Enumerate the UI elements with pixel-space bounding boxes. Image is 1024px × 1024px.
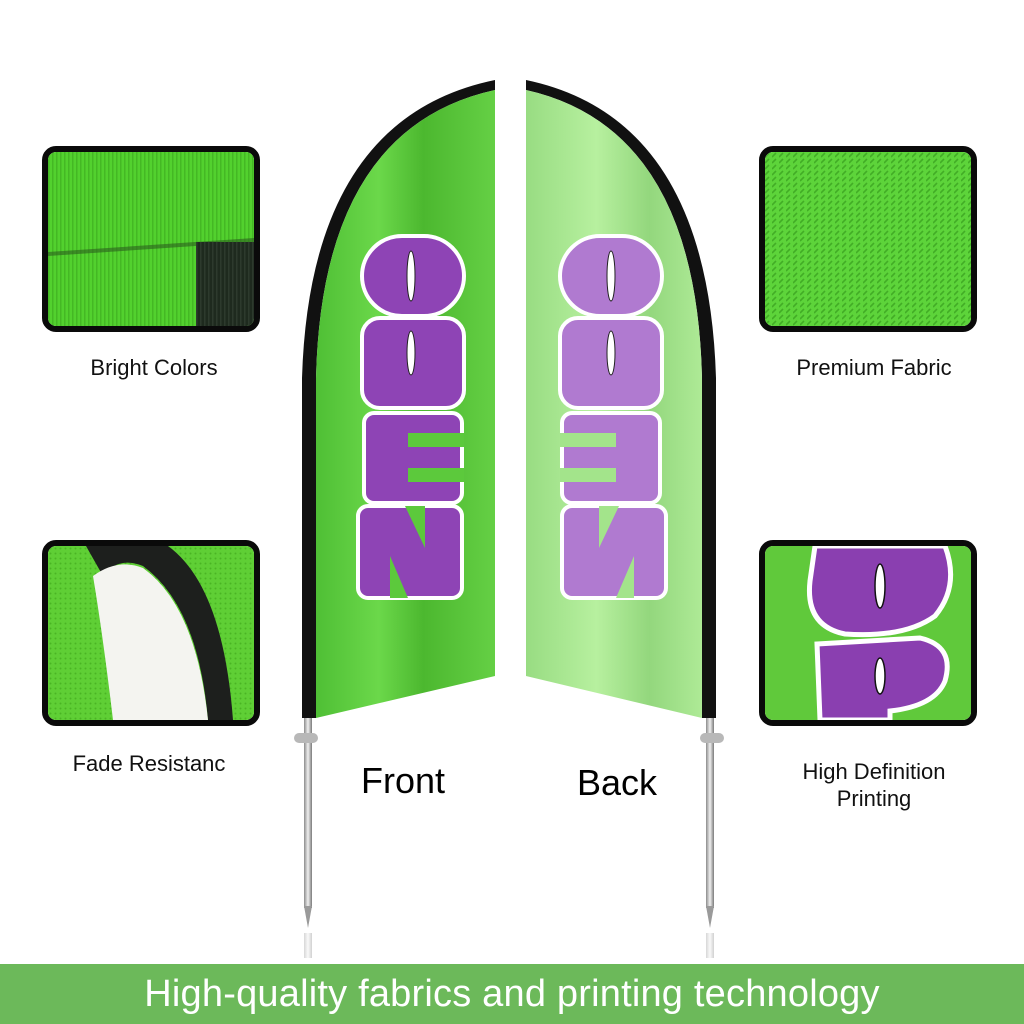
high-definition-printing-label: High Definition Printing [759,758,989,812]
front-pole [304,708,312,908]
front-flag [294,80,495,958]
premium-fabric-label: Premium Fabric [796,355,952,380]
back-ground-clip [700,733,724,743]
premium-fabric-image [759,146,977,332]
bottom-banner: High-quality fabrics and printing techno… [0,964,1024,1024]
banner-text: High-quality fabrics and printing techno… [144,972,880,1015]
back-flag [526,80,724,958]
fade-resistance-image [42,540,260,726]
bright-colors-label: Bright Colors [90,355,218,380]
front-ground-clip [294,733,318,743]
front-label: Front [361,760,446,801]
flag-sleeve-icon [48,546,254,720]
hd-printing-label-line1: High Definition [802,759,946,784]
printed-letters-icon [765,546,971,720]
hd-printing-label-line2: Printing [836,786,912,811]
back-pole [706,708,714,908]
high-definition-printing-image [759,540,977,726]
fabric-weave-icon [765,152,971,326]
bright-colors-image [42,146,260,332]
fabric-roll-icon [48,152,254,326]
fade-resistance-label: Fade Resistanc [72,751,226,776]
back-label: Back [577,762,658,803]
